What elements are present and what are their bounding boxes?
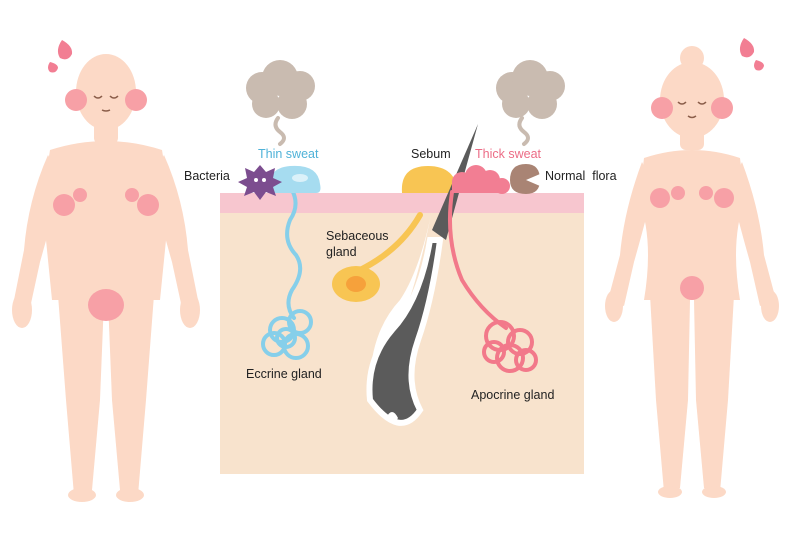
diagram-labels: Bacteria Thin sweat Sebum Thick sweat No… bbox=[184, 147, 617, 402]
label-sebaceous-gland-2: gland bbox=[326, 245, 357, 259]
sebaceous-gland bbox=[332, 212, 423, 302]
skin-cross-section bbox=[220, 60, 584, 474]
label-apocrine-gland: Apocrine gland bbox=[471, 388, 554, 402]
label-sebum: Sebum bbox=[411, 147, 451, 161]
apocrine-gland bbox=[447, 190, 538, 373]
sweat-drop-icon bbox=[739, 38, 764, 71]
bacteria-icon bbox=[238, 165, 282, 200]
female-hot-spots bbox=[650, 97, 734, 300]
normal-flora-icon bbox=[510, 164, 540, 194]
label-sebaceous-gland-1: Sebaceous bbox=[326, 229, 389, 243]
male-figure bbox=[12, 40, 200, 502]
label-normal-flora: Normal flora bbox=[545, 169, 617, 183]
male-hot-spots bbox=[53, 89, 159, 321]
odor-cloud-icon bbox=[496, 60, 565, 146]
label-thin-sweat: Thin sweat bbox=[258, 147, 319, 161]
epidermis bbox=[220, 193, 584, 213]
label-thick-sweat: Thick sweat bbox=[475, 147, 542, 161]
sebum-mound bbox=[401, 166, 458, 193]
thick-sweat-blob bbox=[452, 165, 510, 194]
odor-cloud-icon bbox=[246, 60, 315, 146]
label-bacteria: Bacteria bbox=[184, 169, 230, 183]
female-figure bbox=[605, 38, 779, 498]
label-eccrine-gland: Eccrine gland bbox=[246, 367, 322, 381]
eccrine-gland bbox=[261, 188, 313, 360]
sweat-drop-icon bbox=[48, 40, 73, 73]
